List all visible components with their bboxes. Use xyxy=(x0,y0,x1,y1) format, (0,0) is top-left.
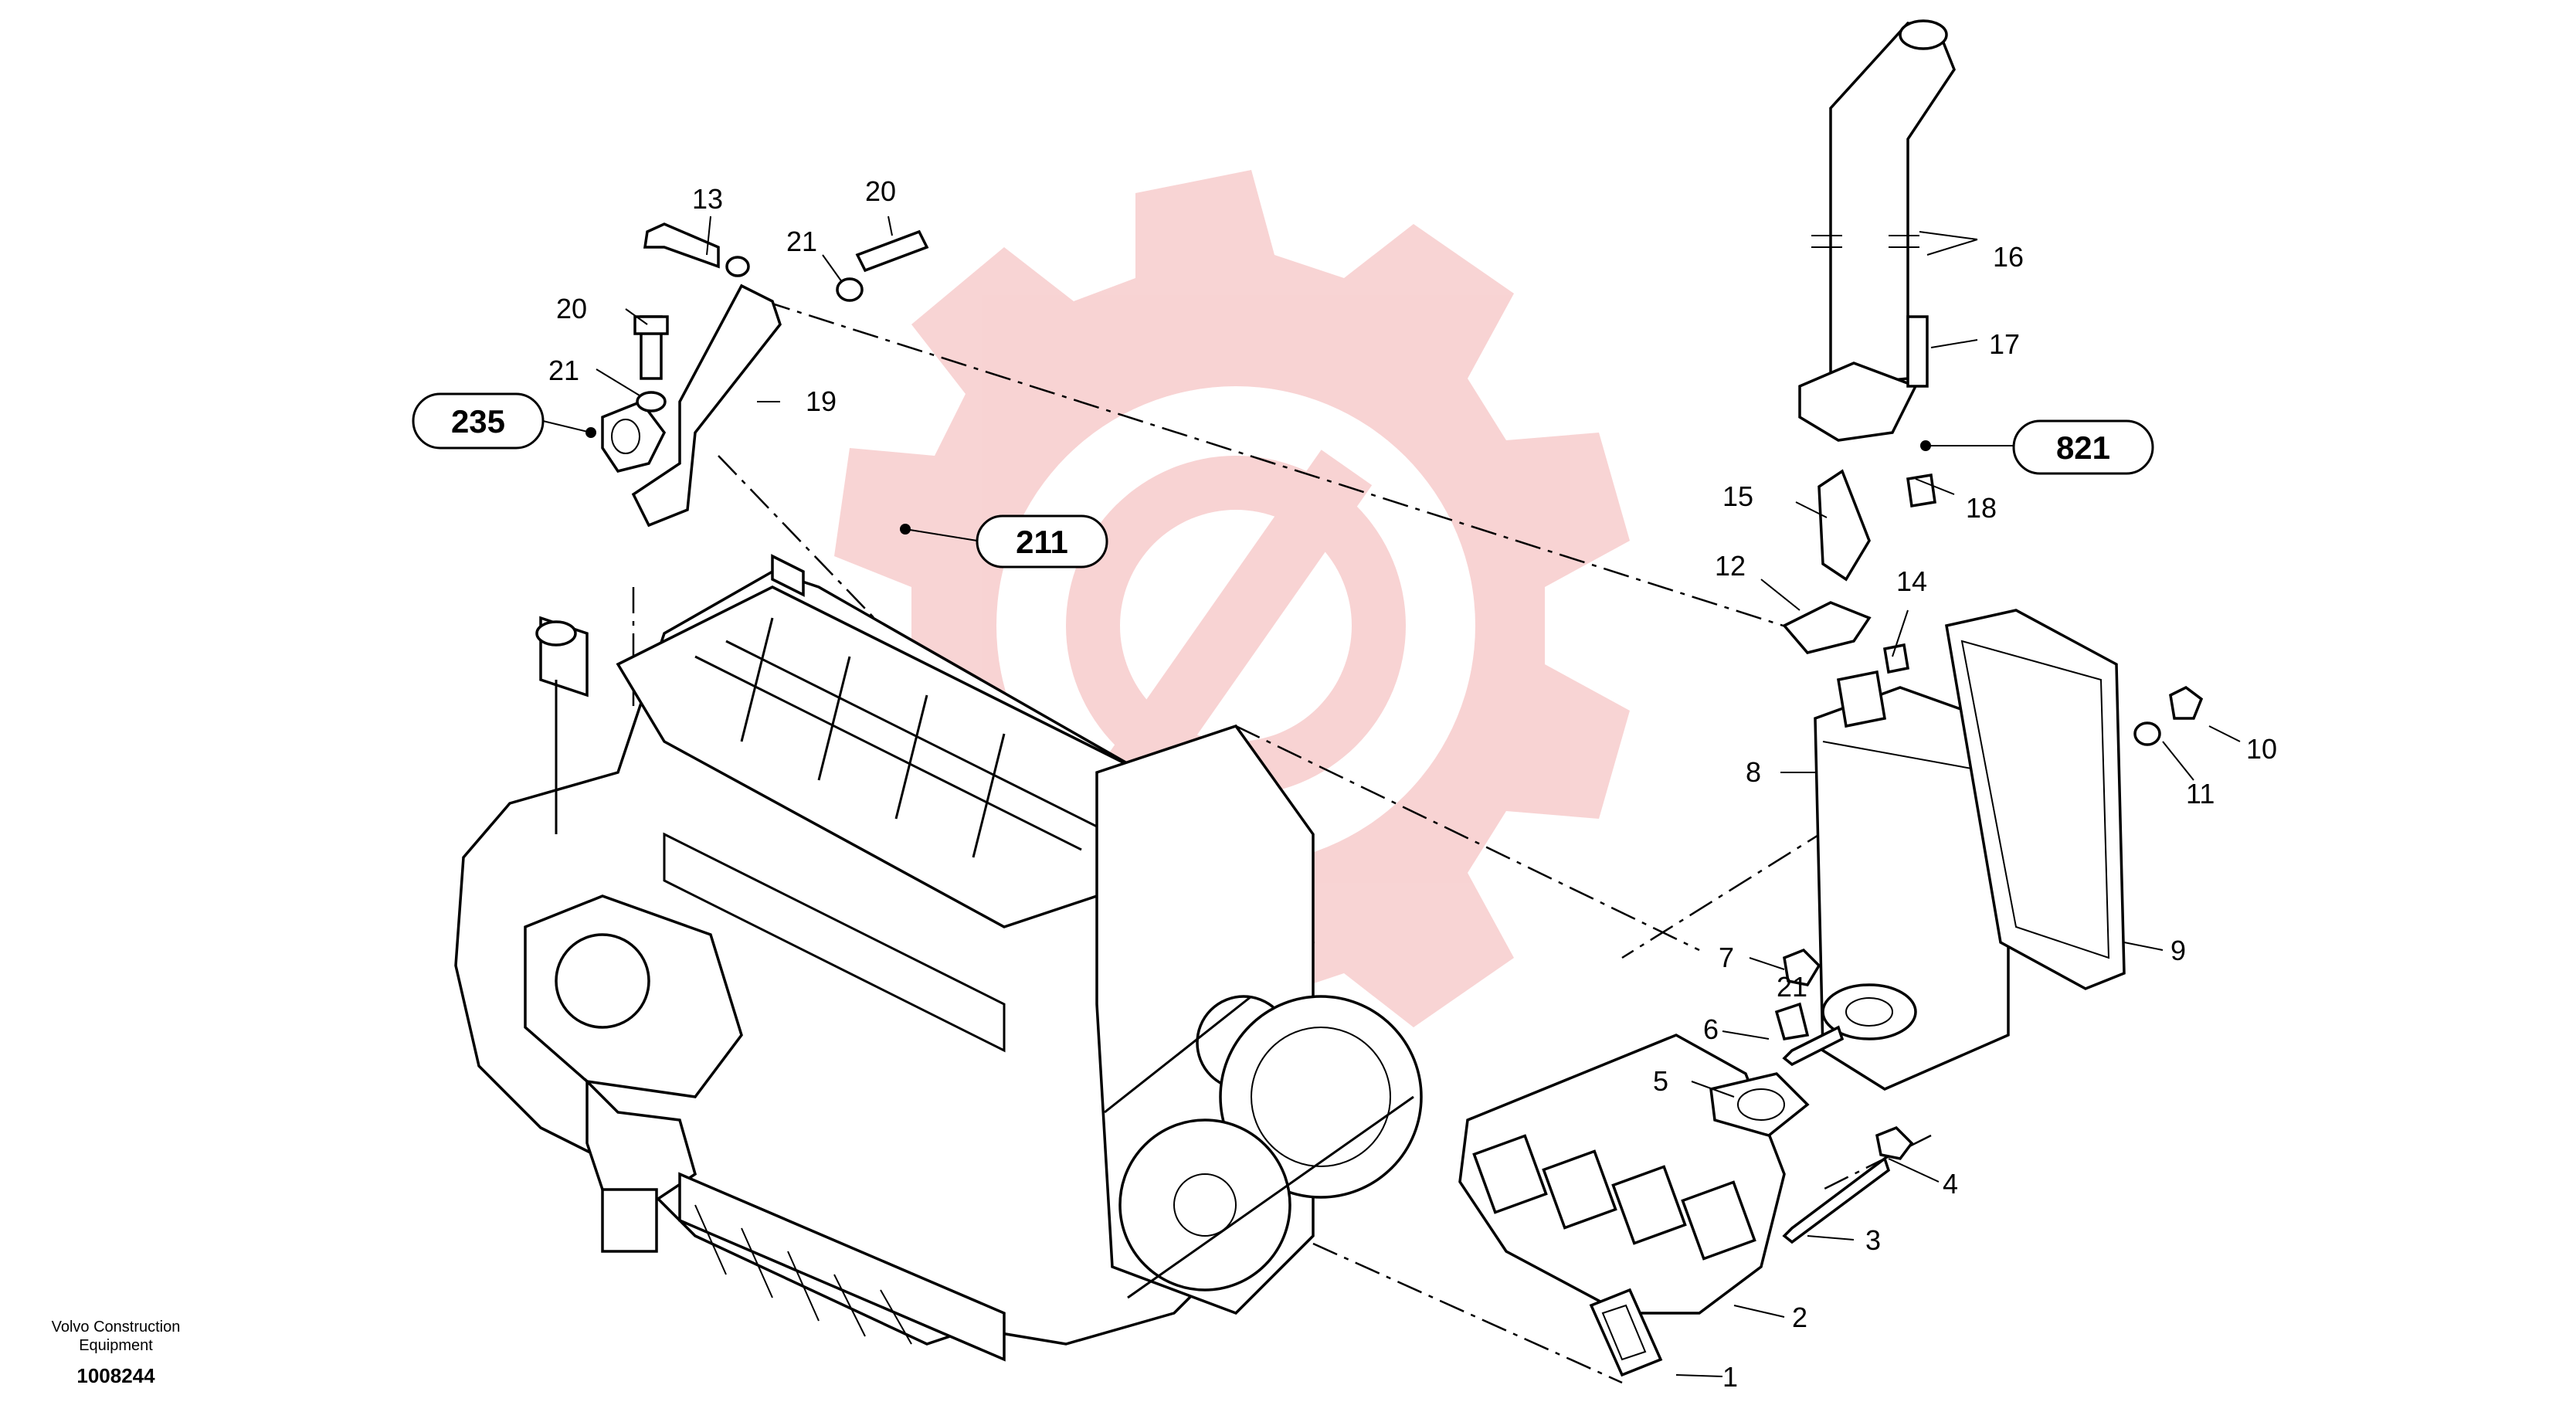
part-label-7: 7 xyxy=(1719,942,1734,973)
engine-assembly xyxy=(454,554,1423,1362)
part-label-8: 8 xyxy=(1746,756,1761,788)
muffler-part-8 xyxy=(1814,670,2010,1091)
part-label-19: 19 xyxy=(806,385,837,417)
leader-lines xyxy=(596,216,2241,1377)
exhaust-manifold-part-2 xyxy=(1458,1034,1786,1315)
part-label-2: 2 xyxy=(1792,1302,1807,1333)
footer-block: Volvo Construction Equipment 1008244 xyxy=(52,1319,181,1387)
company-name-line1: Volvo Construction xyxy=(52,1319,181,1336)
company-name-line2: Equipment xyxy=(79,1337,153,1354)
hardware-parts xyxy=(1774,685,2204,1160)
callout-821-label: 821 xyxy=(2056,429,2110,466)
part-label-13: 13 xyxy=(692,183,723,215)
part-label-21-left: 21 xyxy=(548,355,579,386)
callout-235: 235 xyxy=(412,392,545,450)
part-label-4: 4 xyxy=(1943,1168,1958,1200)
part-label-21-top: 21 xyxy=(786,226,817,257)
part-label-20-top: 20 xyxy=(865,175,896,207)
part-labels: 1 2 3 4 5 6 7 8 9 10 11 12 13 14 15 16 1… xyxy=(548,175,2277,1393)
callout-821: 821 xyxy=(2012,419,2154,475)
gasket-part-1 xyxy=(1589,1288,1663,1377)
part-label-11: 11 xyxy=(2186,778,2215,810)
part-label-16: 16 xyxy=(1993,241,2024,273)
bracket-part-19 xyxy=(601,283,782,528)
callout-connectors xyxy=(542,420,2014,541)
part-label-3: 3 xyxy=(1865,1224,1881,1256)
callout-211: 211 xyxy=(976,514,1108,569)
part-label-21-muffler: 21 xyxy=(1777,971,1807,1003)
gasket-part-5 xyxy=(1709,1072,1810,1137)
stud-parts xyxy=(1782,1025,1891,1244)
part-label-18: 18 xyxy=(1966,492,1997,524)
part-label-14: 14 xyxy=(1896,565,1927,597)
part-label-9: 9 xyxy=(2170,935,2186,966)
callout-211-label: 211 xyxy=(1016,524,1068,560)
part-label-17: 17 xyxy=(1989,328,2020,360)
part-label-1: 1 xyxy=(1722,1361,1738,1393)
part-label-10: 10 xyxy=(2246,733,2277,765)
part-label-12: 12 xyxy=(1715,550,1746,582)
part-label-5: 5 xyxy=(1653,1065,1668,1097)
part-label-6: 6 xyxy=(1703,1013,1719,1045)
exhaust-pipe-part-16 xyxy=(1782,19,1956,674)
part-label-15: 15 xyxy=(1722,480,1753,512)
drawing-number: 1008244 xyxy=(76,1364,155,1387)
bolt-parts xyxy=(633,222,929,412)
callout-235-label: 235 xyxy=(451,403,505,440)
heat-shield-part-9 xyxy=(1944,609,2126,990)
part-label-20-left: 20 xyxy=(556,293,587,324)
